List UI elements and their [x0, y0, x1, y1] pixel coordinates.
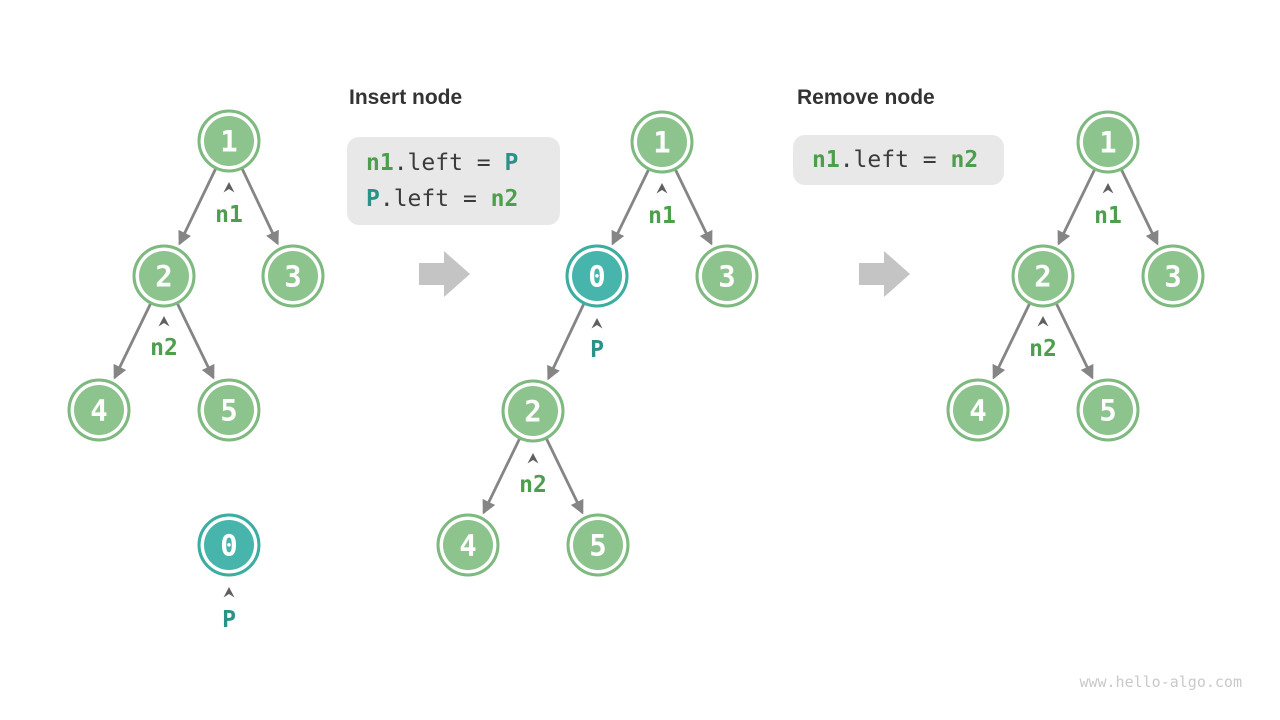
- remove-section-title: Remove node: [797, 86, 935, 109]
- big-right-arrow-icon: [859, 251, 910, 297]
- tree-node: 3: [695, 244, 759, 308]
- tree-node: 5: [1076, 378, 1140, 442]
- tree-node: 1: [1076, 110, 1140, 174]
- code-token-P: P: [504, 150, 519, 176]
- insert-code-block: n1.left = P P.left = n2: [347, 137, 560, 225]
- up-caret-icon: [223, 587, 235, 598]
- up-caret-icon: [223, 182, 235, 193]
- tree-node: 3: [261, 244, 325, 308]
- tree-node-inserted: 0: [565, 244, 629, 308]
- tree-node: 4: [946, 378, 1010, 442]
- up-caret-icon: [1037, 316, 1049, 327]
- big-right-arrow-icon: [419, 251, 470, 297]
- pointer-label-P: P: [590, 337, 604, 363]
- insert-section-title: Insert node: [349, 86, 463, 109]
- tree-node: 1: [197, 109, 261, 173]
- code-line: n1.left = P: [366, 145, 560, 181]
- pointer-label-n1: n1: [1094, 203, 1122, 229]
- transition-arrows: [419, 251, 910, 297]
- pointer-label-n1: n1: [215, 202, 243, 228]
- code-token-left-assign: .left =: [393, 150, 505, 176]
- tree-node: 5: [197, 378, 261, 442]
- code-token-n1: n1: [812, 147, 840, 173]
- pointer-label-P: P: [222, 607, 236, 633]
- tree-node: 4: [67, 378, 131, 442]
- tree-edges: [113, 140, 1159, 515]
- tree-node: 5: [566, 513, 630, 577]
- up-caret-icon: [1102, 183, 1114, 194]
- code-line: n1.left = n2: [812, 142, 1004, 178]
- code-token-n2: n2: [950, 147, 979, 173]
- watermark-url: www.hello-algo.com: [1079, 673, 1242, 691]
- code-line: P.left = n2: [366, 181, 560, 217]
- code-token-P: P: [366, 186, 380, 212]
- pointer-label-n1: n1: [648, 203, 676, 229]
- pointer-label-n2: n2: [1029, 336, 1057, 362]
- pointer-label-n2: n2: [519, 472, 547, 498]
- tree-node: 2: [132, 244, 196, 308]
- tree-node: 4: [436, 513, 500, 577]
- up-caret-icon: [527, 453, 539, 464]
- up-caret-icon: [158, 316, 170, 327]
- tree-node-inserted: 0: [197, 513, 261, 577]
- up-caret-icon: [656, 183, 668, 194]
- tree-node: 1: [630, 110, 694, 174]
- pointer-label-n2: n2: [150, 335, 178, 361]
- tree-node: 2: [501, 379, 565, 443]
- code-token-n2: n2: [490, 186, 519, 212]
- code-token-left-assign: .left =: [379, 186, 491, 212]
- remove-code-block: n1.left = n2: [793, 135, 1004, 185]
- code-token-left-assign: .left =: [839, 147, 951, 173]
- up-caret-icon: [591, 318, 603, 329]
- tree-node: 2: [1011, 244, 1075, 308]
- tree-node: 3: [1141, 244, 1205, 308]
- code-token-n1: n1: [366, 150, 394, 176]
- pointer-carets: [158, 182, 1114, 598]
